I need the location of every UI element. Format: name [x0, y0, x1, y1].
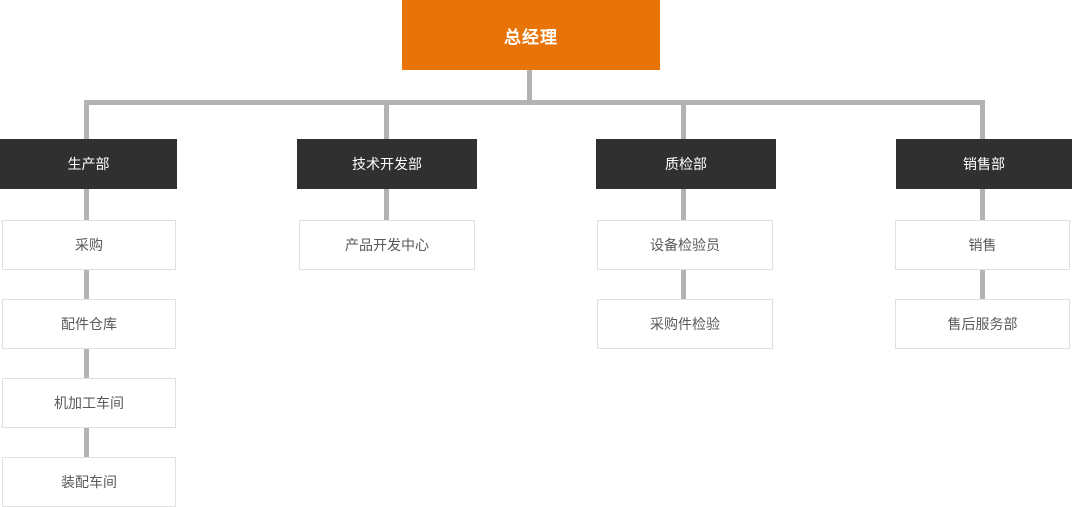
node-machining-workshop: 机加工车间: [2, 378, 176, 428]
node-general-manager: 总经理: [402, 0, 660, 70]
connector-tech-to-product-dev: [384, 189, 389, 220]
connector-drop-quality-inspection: [681, 100, 686, 139]
connector-purchasing-to-parts-warehouse: [84, 270, 89, 299]
connector-machining-to-assembly: [84, 428, 89, 457]
connector-production-to-purchasing: [84, 189, 89, 220]
connector-root-drop: [527, 70, 532, 104]
node-purchasing: 采购: [2, 220, 176, 270]
node-sales: 销售: [895, 220, 1070, 270]
node-sales-dept: 销售部: [896, 139, 1072, 189]
node-equipment-inspector: 设备检验员: [597, 220, 773, 270]
connector-drop-production: [84, 100, 89, 139]
connector-equipment-to-purchased-parts: [681, 270, 686, 299]
connector-quality-to-equipment-inspector: [681, 189, 686, 220]
node-product-dev-center: 产品开发中心: [299, 220, 475, 270]
connector-horizontal-bar: [84, 100, 985, 105]
node-production-dept: 生产部: [0, 139, 177, 189]
node-after-sales-service: 售后服务部: [895, 299, 1070, 349]
node-assembly-workshop: 装配车间: [2, 457, 176, 507]
node-quality-inspection-dept: 质检部: [596, 139, 776, 189]
node-purchased-parts-inspection: 采购件检验: [597, 299, 773, 349]
connector-drop-sales: [980, 100, 985, 139]
connector-sales-dept-to-sales: [980, 189, 985, 220]
connector-sales-to-after-sales: [980, 270, 985, 299]
node-parts-warehouse: 配件仓库: [2, 299, 176, 349]
node-tech-development-dept: 技术开发部: [297, 139, 477, 189]
connector-parts-warehouse-to-machining: [84, 349, 89, 378]
connector-drop-tech-development: [384, 100, 389, 139]
